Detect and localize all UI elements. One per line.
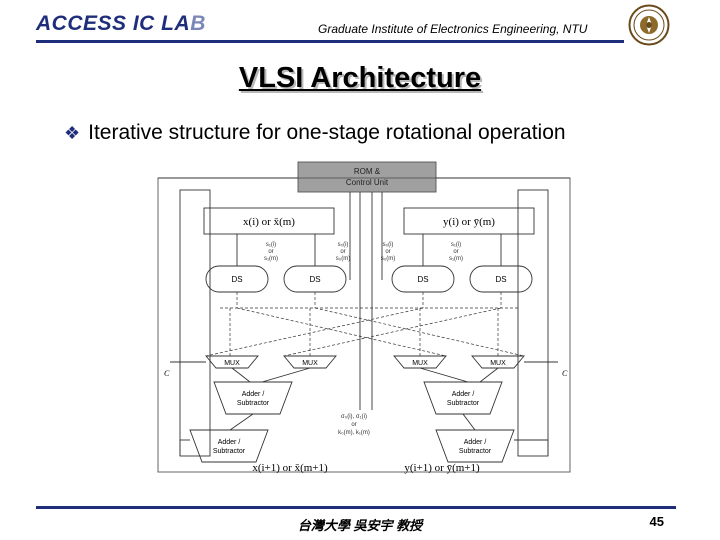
mux-block-2: MUX <box>302 360 318 367</box>
c-label-left: C <box>164 369 170 378</box>
rom-label-line2: Control Unit <box>346 178 389 187</box>
coef-c-line2: or <box>385 249 390 255</box>
slide-title: VLSI Architecture <box>238 62 482 94</box>
center-label-line2: or <box>351 422 356 428</box>
header-rule <box>36 40 624 43</box>
architecture-diagram: ROM & Control Unit x(i) or x̄(m) y(i) or… <box>157 161 571 474</box>
footer-rule <box>36 506 676 509</box>
ds-block-4: DS <box>495 275 506 284</box>
mux-block-1: MUX <box>224 360 240 367</box>
c-label-right: C <box>562 369 568 378</box>
coef-b-line1: s₀(i) <box>338 242 349 248</box>
coef-c-line1: s₀(i) <box>383 242 394 248</box>
mux-block-4: MUX <box>490 360 506 367</box>
register-x-label: x(i) or x̄(m) <box>243 216 295 228</box>
ds-block-3: DS <box>417 275 428 284</box>
coef-a-line2: or <box>268 249 273 255</box>
coef-b-line3: s₀(m) <box>336 256 350 262</box>
diamond-bullet-icon: ❖ <box>64 123 81 143</box>
coef-c-line3: s₀(m) <box>381 256 395 262</box>
lab-logo-text: ACCESS IC LAB <box>36 12 206 35</box>
adder2-left-line1: Adder / <box>218 439 241 446</box>
bullet-item: ❖ Iterative structure for one-stage rotat… <box>64 121 566 145</box>
adder1-left-line2: Subtractor <box>237 400 270 407</box>
center-label-line1: σ₀(i), σ₁(i) <box>341 414 367 420</box>
footer-credit: 台灣大學 吳安宇 教授 <box>297 518 423 533</box>
center-label-line3: k₀(m), k₁(m) <box>338 430 370 436</box>
adder2-left-line2: Subtractor <box>213 448 246 455</box>
coef-d-line2: or <box>453 249 458 255</box>
page-number: 45 <box>649 514 664 529</box>
output-y-label: y(i+1) or ȳ(m+1) <box>404 462 480 474</box>
university-seal-icon <box>628 4 670 46</box>
adder1-right-line2: Subtractor <box>447 400 480 407</box>
register-y-label: y(i) or ȳ(m) <box>443 216 495 228</box>
coef-b-line2: or <box>340 249 345 255</box>
institute-name: Graduate Institute of Electronics Engine… <box>318 22 588 36</box>
ds-block-2: DS <box>309 275 320 284</box>
adder1-left-line1: Adder / <box>242 391 265 398</box>
coef-d-line3: s₁(m) <box>449 256 463 262</box>
adder1-right-line1: Adder / <box>452 391 475 398</box>
bullet-text: Iterative structure for one-stage rotati… <box>88 121 566 144</box>
coef-a-line3: s₁(m) <box>264 256 278 262</box>
mux-block-3: MUX <box>412 360 428 367</box>
output-x-label: x(i+1) or x̄(m+1) <box>252 462 328 474</box>
coef-d-line1: s₁(i) <box>451 242 461 248</box>
rom-label-line1: ROM & <box>354 167 381 176</box>
ds-block-1: DS <box>231 275 242 284</box>
adder2-right-line2: Subtractor <box>459 448 492 455</box>
coef-a-line1: s₁(i) <box>266 242 276 248</box>
adder2-right-line1: Adder / <box>464 439 487 446</box>
